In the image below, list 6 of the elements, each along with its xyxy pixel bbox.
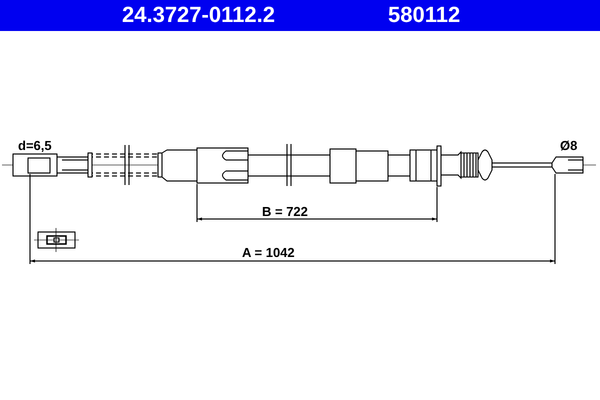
dimension-label: B = 722 [262,204,308,219]
dimension-label: A = 1042 [242,245,295,260]
dimension-label: d=6,5 [18,138,52,153]
reference-number: 580112 [388,2,460,28]
part-number: 24.3727-0112.2 [122,2,275,28]
dimension-label: Ø8 [560,138,578,153]
